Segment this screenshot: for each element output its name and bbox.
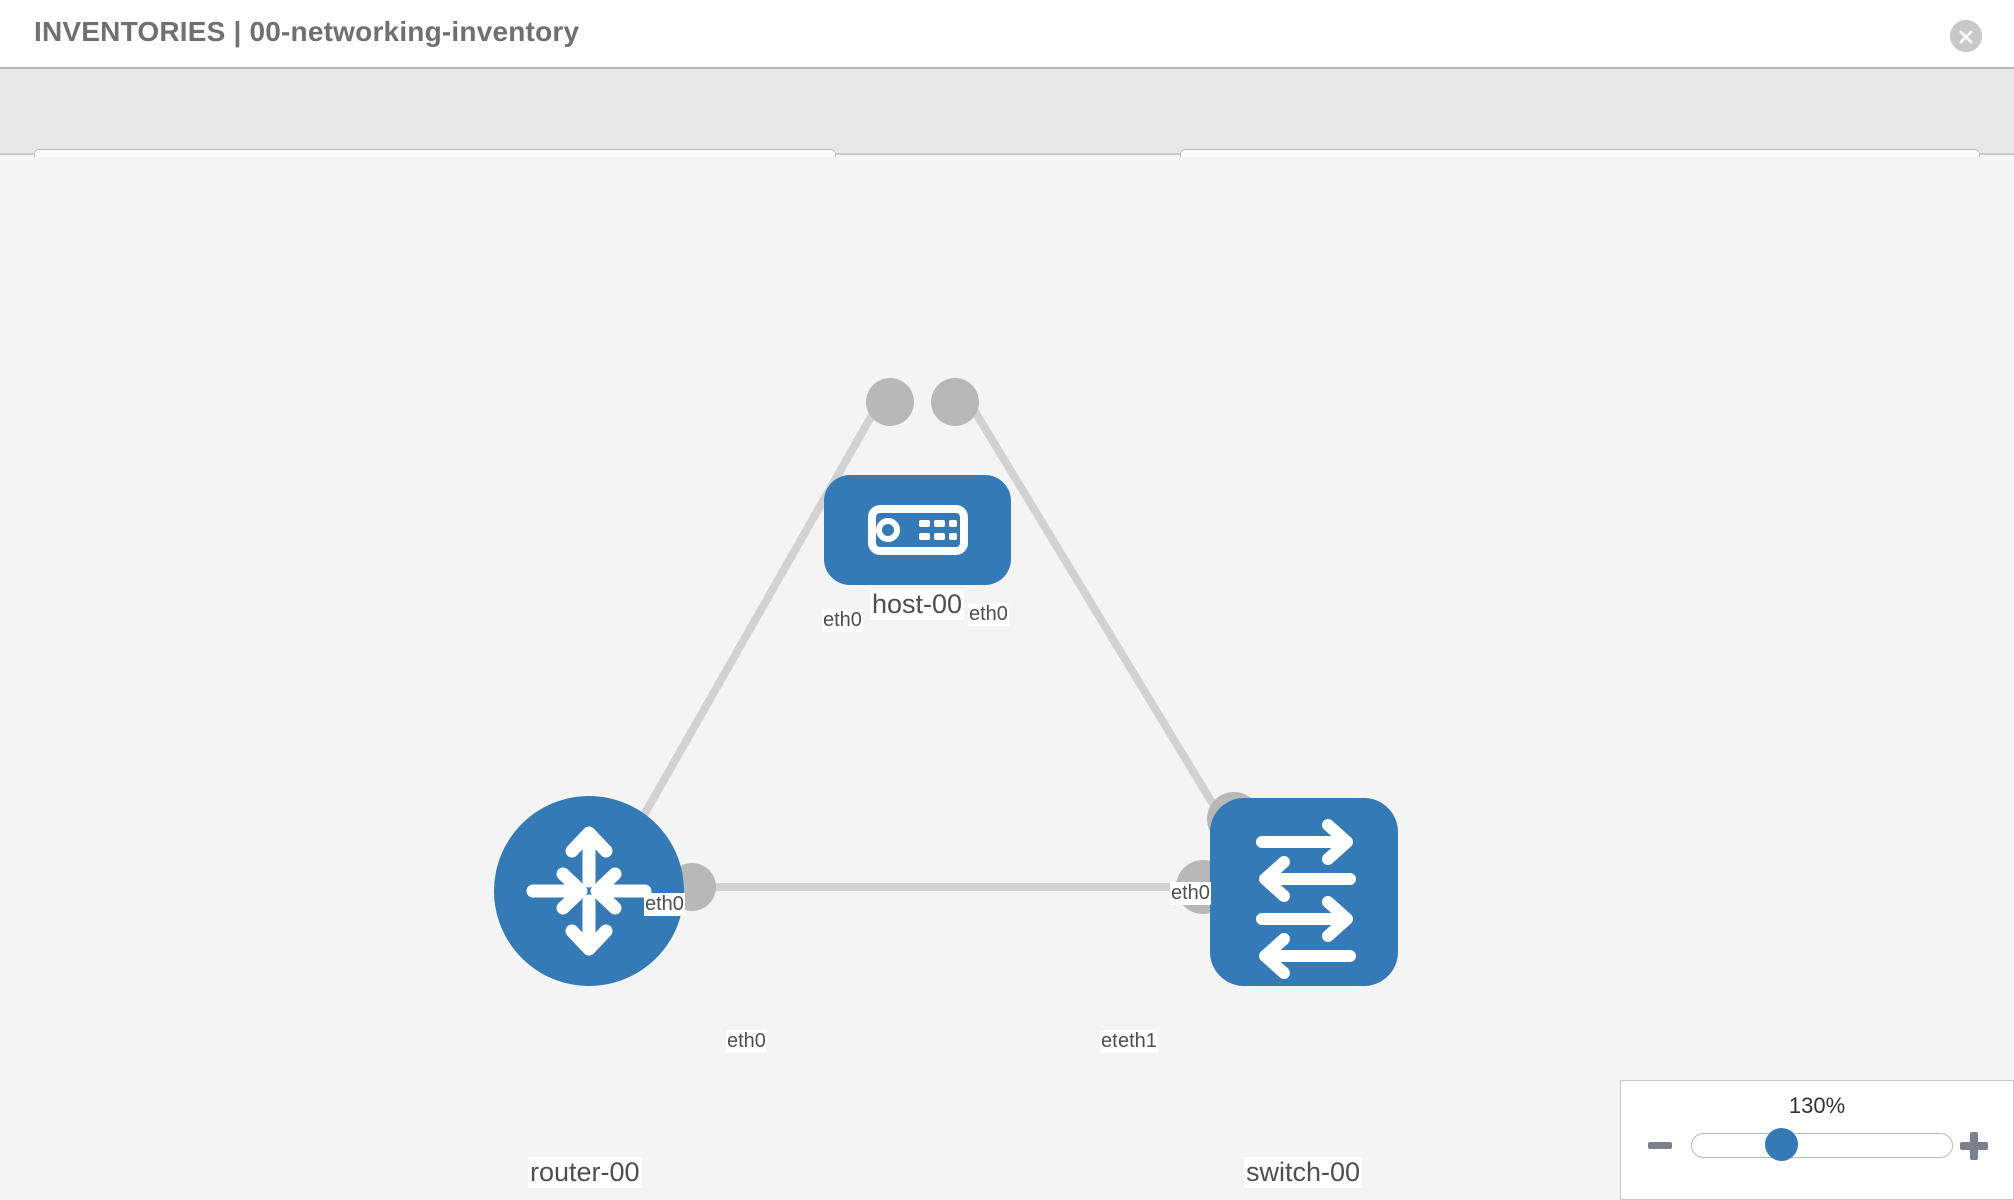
link-host00-router00: [616, 385, 892, 859]
iface-label-router00-eth0-north: eth0: [644, 893, 685, 916]
iface-label-host00-eth0-right: eth0: [968, 603, 1009, 626]
node-router-00: [494, 796, 684, 986]
iface-label-host00-eth0-left: eth0: [822, 609, 863, 632]
topology-graph: [494, 378, 1398, 986]
page-title: INVENTORIES | 00-networking-inventory: [34, 16, 580, 47]
iface-label-router00-eth0-east: eth0: [726, 1030, 767, 1053]
server-icon: [868, 505, 968, 555]
link-host00-switch00: [956, 384, 1249, 860]
plus-icon[interactable]: [1959, 1131, 1989, 1161]
page-header: INVENTORIES | 00-networking-inventory: [0, 0, 2014, 69]
connector-host00-left: [866, 378, 914, 426]
node-label-switch-00: switch-00: [1244, 1157, 1363, 1189]
switch-icon: [1256, 819, 1356, 979]
iface-label-switch00-eth1-west: eth1: [1117, 1030, 1158, 1053]
topology-canvas[interactable]: host-00 router-00 switch-00 eth0 eth0 et…: [0, 157, 2014, 1200]
node-switch-00: [1210, 798, 1398, 986]
zoom-control-panel: 130%: [1620, 1080, 2014, 1200]
iface-label-switch00-eth0-north: eth0: [1170, 882, 1211, 905]
zoom-percent-label: 130%: [1788, 1093, 1846, 1118]
router-icon: [526, 826, 652, 956]
topology-connectors: [668, 378, 1261, 914]
close-icon[interactable]: [1950, 20, 1982, 52]
node-host-00: [824, 475, 1011, 585]
node-label-host-00: host-00: [870, 589, 965, 621]
node-label-router-00: router-00: [528, 1157, 642, 1189]
zoom-slider-thumb[interactable]: [1765, 1128, 1798, 1161]
zoom-slider-track[interactable]: [1691, 1133, 1953, 1158]
connector-host00-right: [931, 378, 979, 426]
minus-icon[interactable]: [1647, 1133, 1673, 1159]
topology-links: [616, 384, 1249, 891]
toolbar: ACTIONS SEARCH: [0, 69, 2014, 202]
